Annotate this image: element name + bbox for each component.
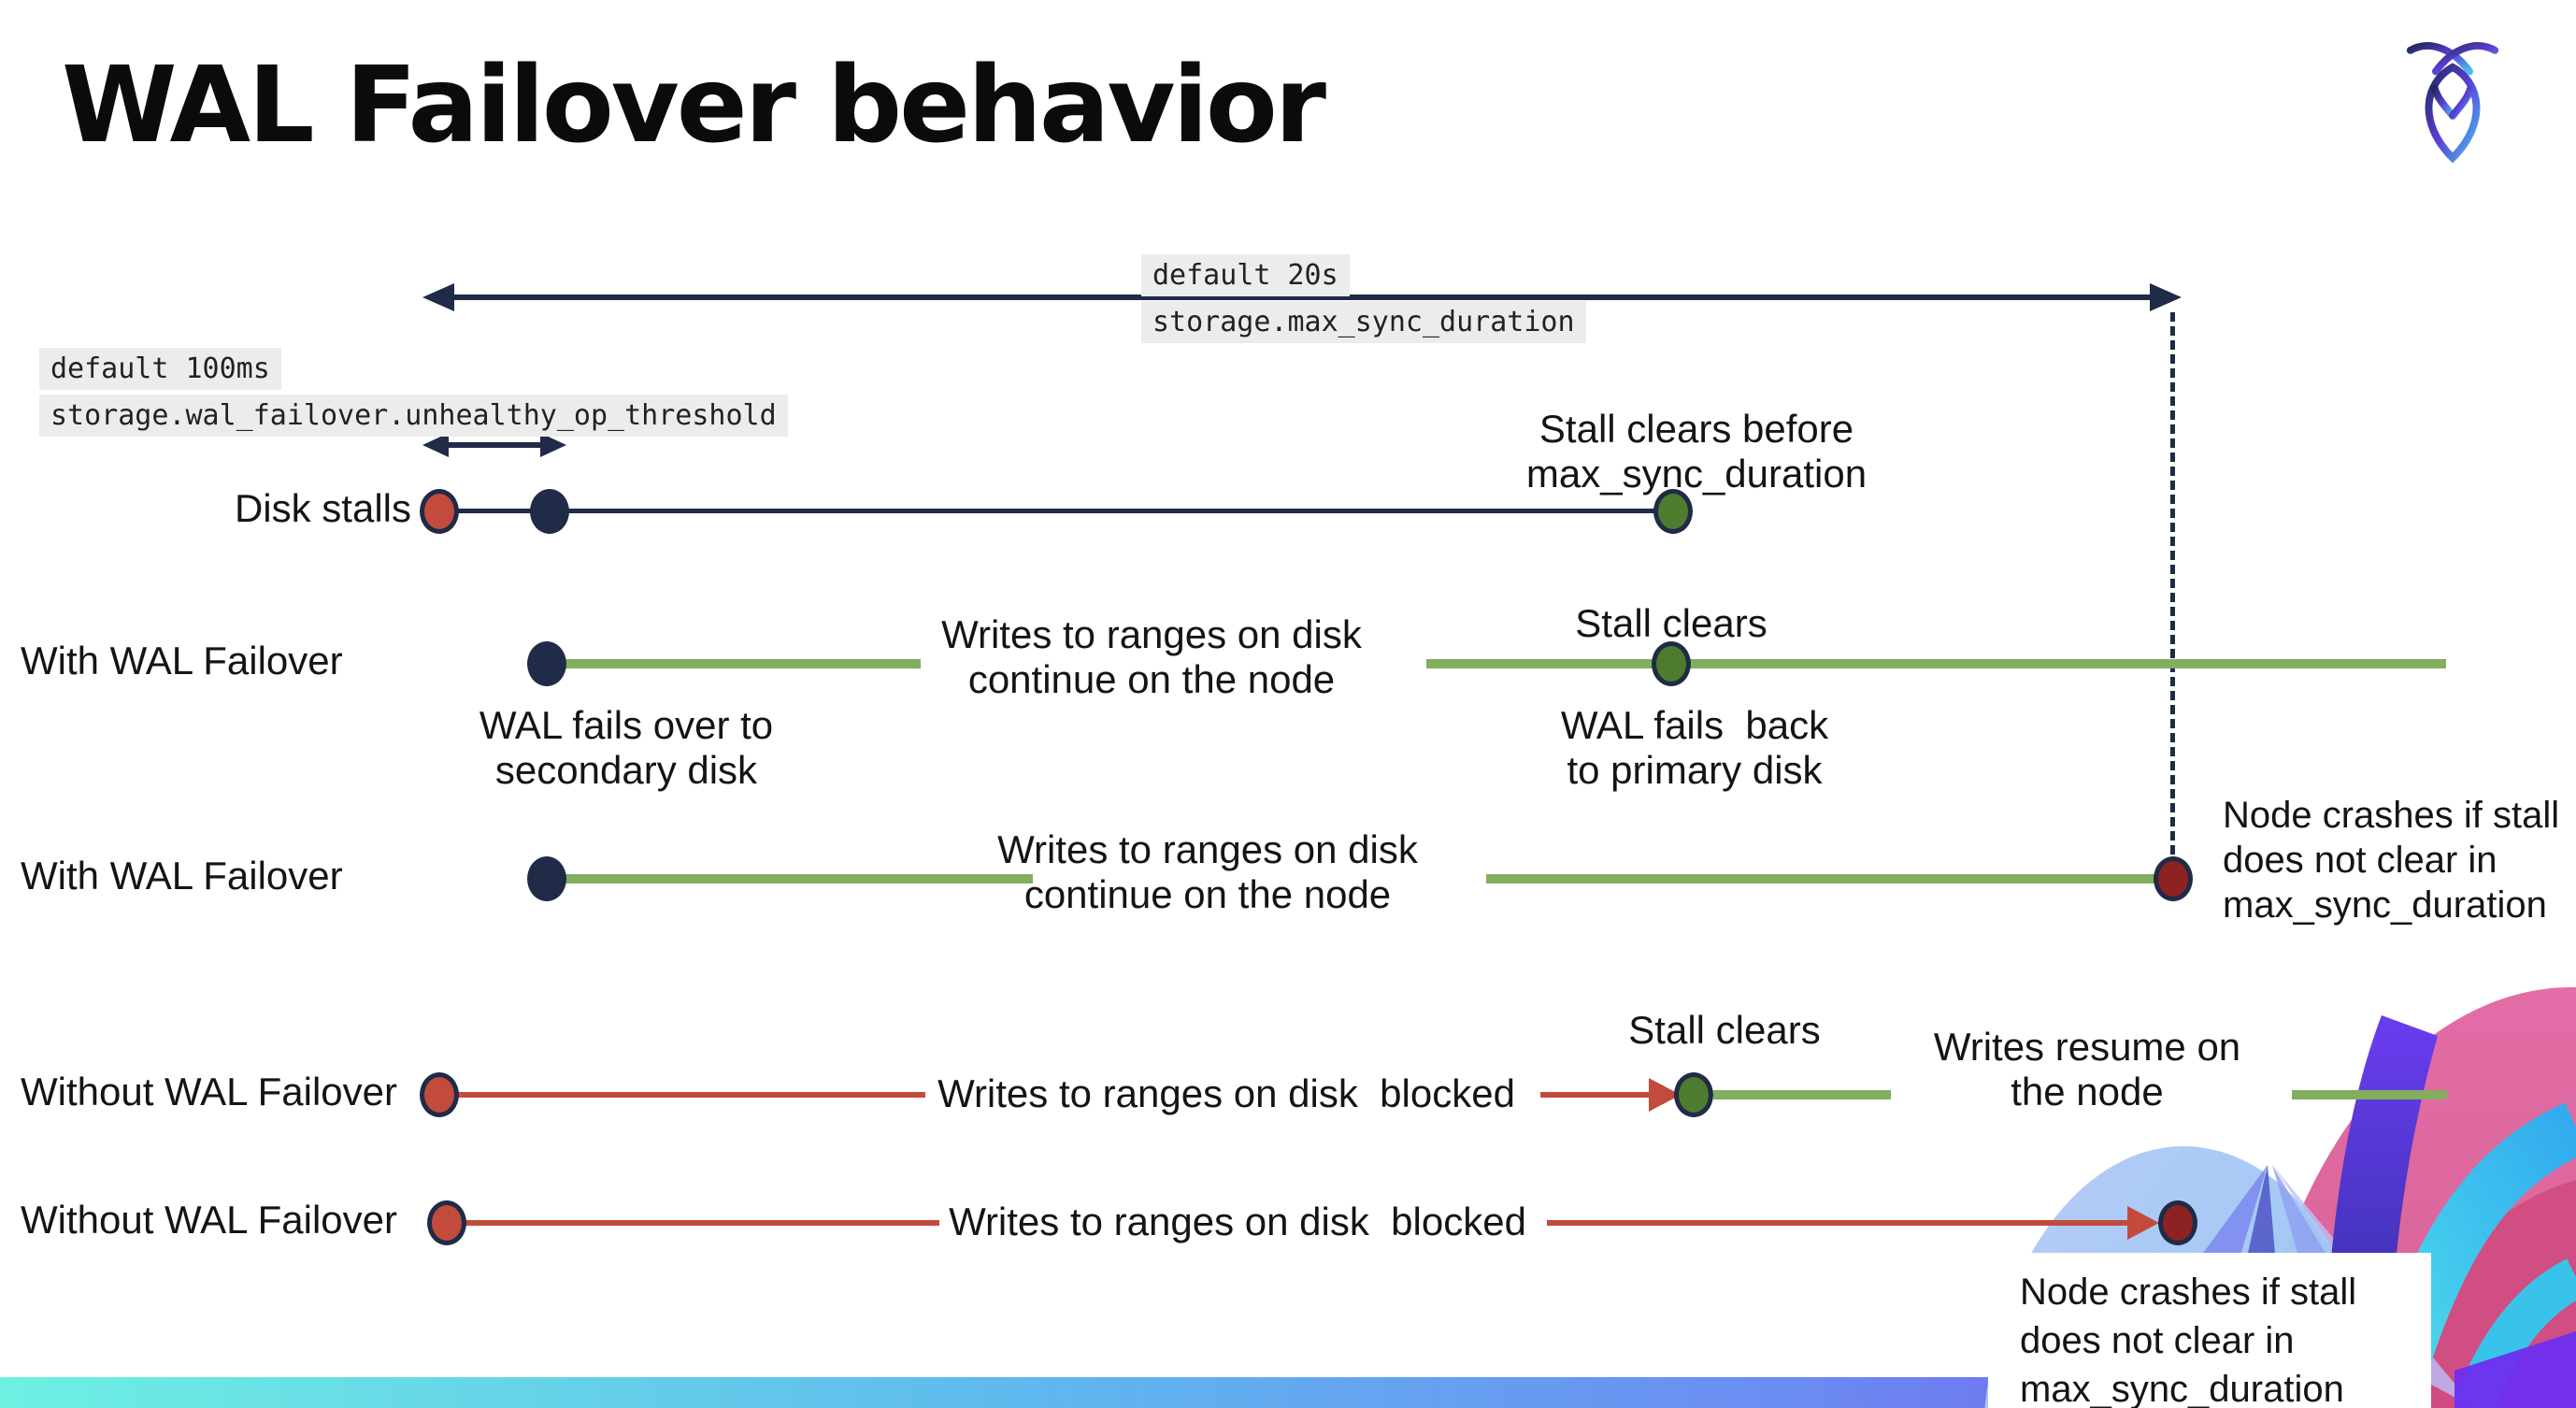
unhealthy-op-default-label: default 100ms bbox=[39, 348, 281, 390]
stall-clears-dot-2 bbox=[1652, 641, 1691, 686]
row-label-disk-stalls: Disk stalls bbox=[234, 486, 411, 530]
writes-blocked-line-d bbox=[1547, 1220, 2131, 1226]
max-sync-setting-label: storage.max_sync_duration bbox=[1141, 301, 1586, 343]
writes-continue-line-c bbox=[561, 874, 1033, 884]
writes-blocked-line-c bbox=[447, 1220, 939, 1226]
threshold-arrow-line bbox=[445, 442, 544, 448]
writes-resume-note: Writes resume on the node bbox=[1933, 1025, 2241, 1113]
writes-continue-line-a bbox=[561, 659, 921, 668]
stall-start-dot bbox=[420, 489, 459, 534]
failover-secondary-note: WAL fails over to secondary disk bbox=[479, 703, 774, 792]
node-crash-note-2: Node crashes if stall does not clear in … bbox=[2020, 1272, 2357, 1408]
blocked-arrow-head-2-icon bbox=[2127, 1206, 2159, 1240]
row-label-without-wal-failover-1: Without WAL Failover bbox=[21, 1070, 397, 1113]
unhealthy-op-setting-label: storage.wal_failover.unhealthy_op_thresh… bbox=[39, 395, 788, 437]
failover-dot bbox=[527, 641, 566, 686]
writes-blocked-note-2: Writes to ranges on disk blocked bbox=[949, 1200, 1526, 1243]
node-crash-note-1: Node crashes if stall does not clear in … bbox=[2223, 795, 2560, 926]
cockroachdb-logo-icon bbox=[2406, 42, 2499, 164]
writes-blocked-line-a bbox=[439, 1092, 925, 1098]
page-title: WAL Failover behavior bbox=[62, 45, 1326, 166]
row-label-with-wal-failover-2: With WAL Failover bbox=[21, 854, 343, 898]
node-crash-dot-2 bbox=[2158, 1200, 2197, 1245]
arrow-left-head-icon bbox=[422, 283, 454, 311]
writes-blocked-note-1: Writes to ranges on disk blocked bbox=[937, 1071, 1515, 1115]
row-label-with-wal-failover-1: With WAL Failover bbox=[21, 639, 343, 682]
writes-resume-line-b bbox=[2292, 1090, 2447, 1099]
stall-clears-note-1: Stall clears bbox=[1575, 601, 1767, 645]
threshold-arrow-right-head-icon bbox=[540, 433, 566, 457]
stall-clears-dot-3 bbox=[1674, 1072, 1713, 1117]
failback-primary-note: WAL fails back to primary disk bbox=[1560, 703, 1829, 792]
stall-start-dot-3 bbox=[427, 1200, 466, 1245]
writes-continue-line-b bbox=[1426, 659, 2446, 668]
max-sync-default-label: default 20s bbox=[1141, 254, 1350, 296]
writes-continue-note-1: Writes to ranges on disk continue on the… bbox=[941, 612, 1362, 701]
stall-clears-before-note: Stall clears before max_sync_duration bbox=[1525, 407, 1868, 496]
threshold-arrow-left-head-icon bbox=[422, 433, 449, 457]
writes-blocked-line-b bbox=[1540, 1092, 1660, 1098]
writes-continue-note-2: Writes to ranges on disk continue on the… bbox=[997, 827, 1418, 916]
writes-resume-line-a bbox=[1713, 1090, 1891, 1099]
stall-clears-note-2: Stall clears bbox=[1628, 1008, 1821, 1052]
disk-stalls-timeline-line bbox=[439, 509, 1673, 513]
arrow-right-head-icon bbox=[2150, 283, 2182, 311]
stall-start-dot-2 bbox=[420, 1072, 459, 1117]
node-crash-dot-1 bbox=[2154, 856, 2193, 901]
writes-continue-line-d bbox=[1486, 874, 2157, 884]
node-crash-callout-box: Node crashes if stall does not clear in … bbox=[1988, 1253, 2431, 1408]
failover-dot-2 bbox=[527, 856, 566, 901]
max-sync-duration-arrow-line bbox=[451, 295, 2157, 300]
threshold-reached-dot bbox=[530, 489, 569, 534]
stall-clears-dot bbox=[1653, 489, 1693, 534]
row-label-without-wal-failover-2: Without WAL Failover bbox=[21, 1198, 397, 1242]
max-sync-deadline-dashed-line bbox=[2170, 312, 2175, 855]
